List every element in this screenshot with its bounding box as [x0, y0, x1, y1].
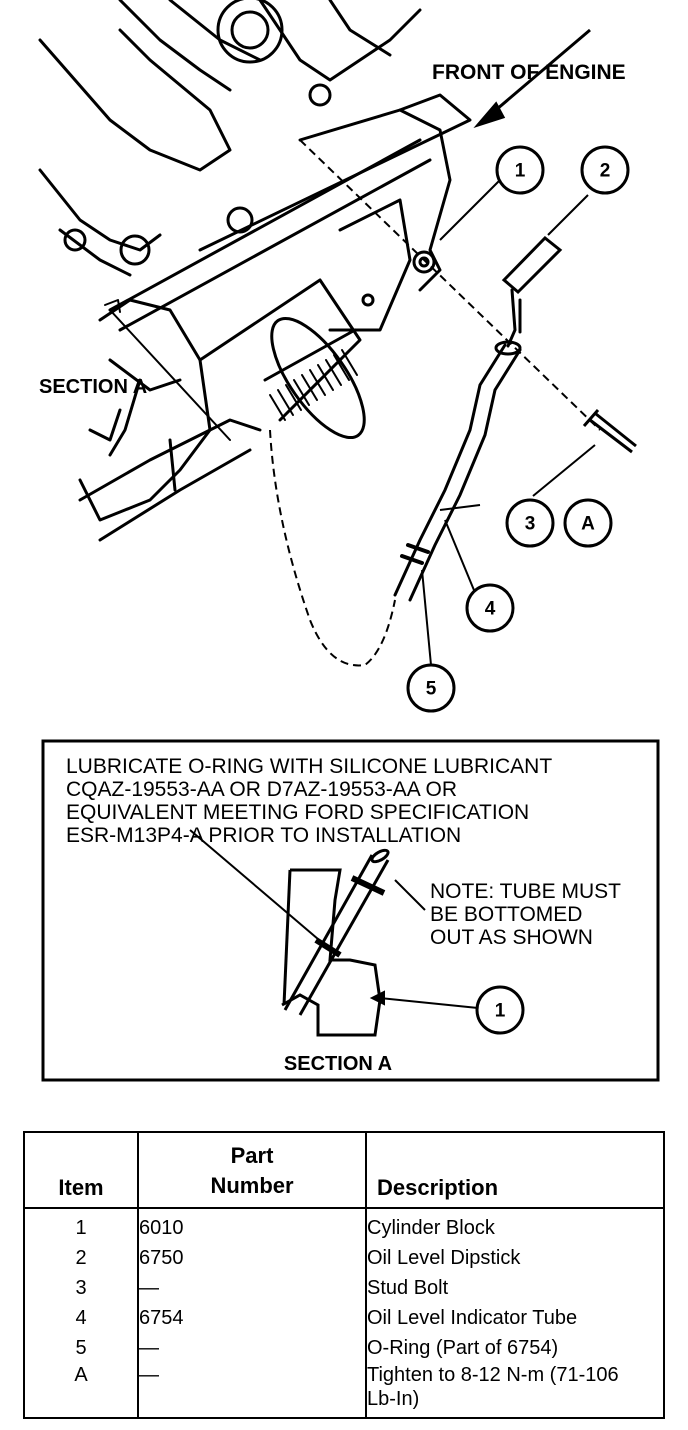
tube-note-line-2: BE BOTTOMED [430, 903, 582, 926]
callout-5: 5 [406, 663, 456, 713]
table-row: 2 6750 Oil Level Dipstick [23, 1243, 665, 1273]
svg-text:3: 3 [525, 514, 536, 535]
callout-3: 3 [505, 498, 555, 548]
section-block [281, 868, 382, 1037]
svg-text:1: 1 [515, 161, 526, 182]
cell-part: 6010 [137, 1208, 367, 1243]
section-tube [283, 848, 390, 1016]
callout-1-detail: 1 [475, 985, 525, 1035]
callout-a: A [563, 498, 613, 548]
svg-text:4: 4 [485, 599, 496, 620]
cell-description-line2: Lb-In) [367, 1388, 420, 1410]
stud-bolt [582, 409, 637, 454]
lubricate-note-line-1: LUBRICATE O-RING WITH SILICONE LUBRICANT [66, 755, 552, 778]
cell-item: 3 [23, 1273, 139, 1303]
cell-description: Tighten to 8-12 N-m (71-106 Lb-In) [365, 1363, 665, 1418]
parts-table: Item Part Number Description 1 6010 Cyli… [23, 1131, 665, 1419]
svg-text:5: 5 [426, 679, 437, 700]
dipstick [501, 235, 563, 348]
callout-4: 4 [465, 583, 515, 633]
svg-text:A: A [581, 514, 595, 535]
svg-text:2: 2 [600, 161, 611, 182]
engine-illustration [38, 0, 472, 542]
header-part-line2: Number [210, 1173, 294, 1198]
section-a-box: LUBRICATE O-RING WITH SILICONE LUBRICANT… [41, 739, 660, 1082]
cell-description: Oil Level Indicator Tube [365, 1303, 665, 1333]
callout-leaders [421, 179, 596, 666]
table-row: A — Tighten to 8-12 N-m (71-106 Lb-In) [23, 1363, 665, 1418]
cell-description: O-Ring (Part of 6754) [365, 1333, 665, 1363]
cell-part: 6750 [137, 1243, 367, 1273]
table-row: 1 6010 Cylinder Block [23, 1208, 665, 1243]
lubricate-note-line-2: CQAZ-19553-AA OR D7AZ-19553-AA OR [66, 778, 457, 801]
leader-lines [269, 139, 601, 667]
table-row: 3 — Stud Bolt [23, 1273, 665, 1303]
lubricate-note-line-3: EQUIVALENT MEETING FORD SPECIFICATION [66, 801, 529, 824]
cell-part: — [137, 1273, 367, 1303]
table-row: 4 6754 Oil Level Indicator Tube [23, 1303, 665, 1333]
callout-2: 2 [580, 145, 630, 195]
table-header-row: Item Part Number Description [23, 1132, 665, 1209]
table-row: 5 — O-Ring (Part of 6754) [23, 1333, 665, 1363]
cell-part: — [137, 1363, 367, 1418]
header-part-number: Part Number [137, 1132, 367, 1209]
cell-description: Oil Level Dipstick [365, 1243, 665, 1273]
cell-description: Cylinder Block [365, 1208, 665, 1243]
cell-part: — [137, 1333, 367, 1363]
header-item: Item [23, 1132, 139, 1209]
callout-1: 1 [495, 145, 545, 195]
tube-note-line-3: OUT AS SHOWN [430, 926, 593, 949]
header-part-line1: Part [230, 1143, 274, 1168]
engine-diagram: FRONT OF ENGINE SECTION A 1 2 3 A 4 5 LU… [38, 0, 660, 1082]
cell-part: 6754 [137, 1303, 367, 1333]
cell-item: 2 [23, 1243, 139, 1273]
cell-description-line1: Tighten to 8-12 N-m (71-106 [367, 1364, 619, 1386]
dipstick-tube [393, 340, 522, 602]
svg-text:1: 1 [495, 1001, 506, 1022]
cell-item: 1 [23, 1208, 139, 1243]
section-a-main-label: SECTION A [39, 376, 147, 398]
front-of-engine-label: FRONT OF ENGINE [432, 61, 626, 84]
header-description: Description [365, 1132, 665, 1209]
cell-item: 4 [23, 1303, 139, 1333]
cell-item: 5 [23, 1333, 139, 1363]
tube-note-line-1: NOTE: TUBE MUST [430, 880, 621, 903]
lubricate-note-line-4: ESR-M13P4-A PRIOR TO INSTALLATION [66, 824, 461, 847]
cell-item: A [23, 1363, 139, 1418]
front-arrow [473, 28, 591, 129]
cell-description: Stud Bolt [365, 1273, 665, 1303]
section-a-detail-label: SECTION A [284, 1053, 392, 1075]
